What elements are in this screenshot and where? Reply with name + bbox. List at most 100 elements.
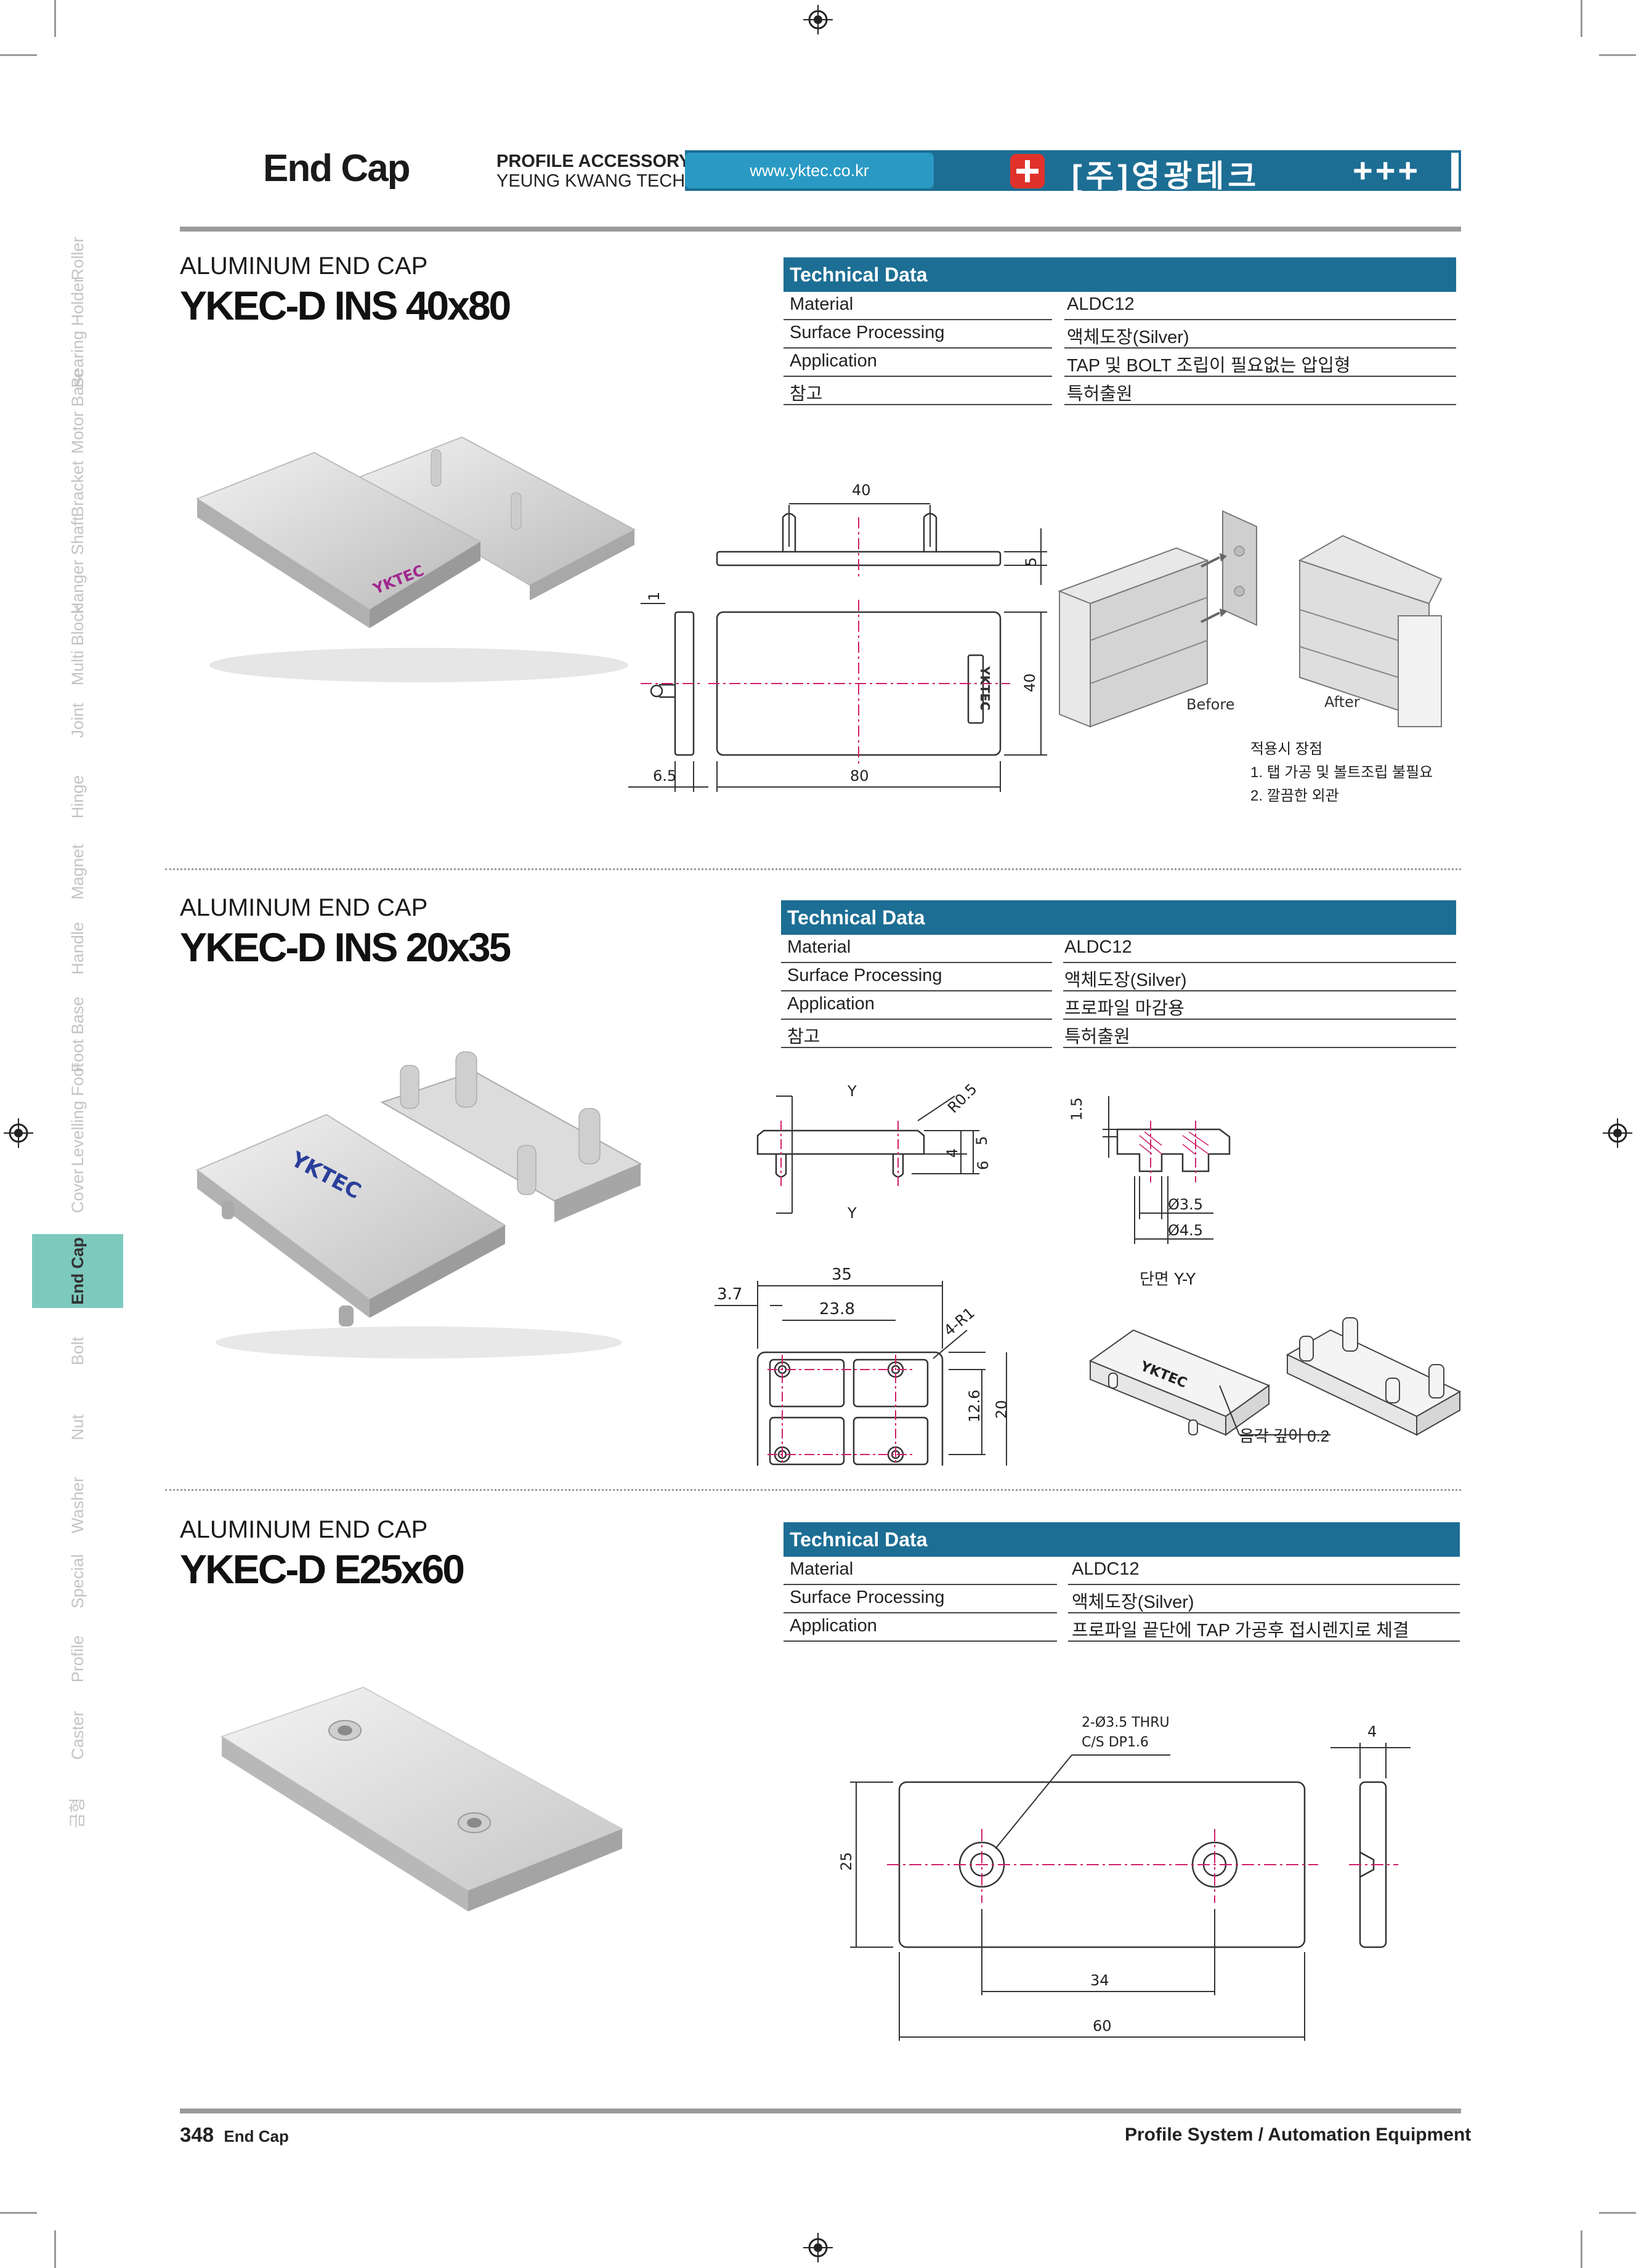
tech-data-key: Surface Processing bbox=[790, 1588, 945, 1607]
dimension-label: 40 bbox=[852, 482, 871, 499]
registration-mark bbox=[1603, 1118, 1632, 1148]
side-tab-multi-block[interactable]: Multi Block bbox=[32, 605, 123, 686]
company-logo-icon bbox=[1010, 154, 1045, 188]
technical-drawing: Y Y R0.5 4 5 6 1.5 Ø3.5 Ø4.5 단면 Y-Y bbox=[756, 1080, 1231, 1289]
dimension-label: 40 bbox=[1021, 673, 1039, 692]
dimension-label: 20 bbox=[993, 1400, 1010, 1419]
tech-data-key: Material bbox=[787, 937, 851, 957]
side-tab-hanger-shaft[interactable]: Hanger Shaft bbox=[32, 516, 123, 614]
crop-mark bbox=[1599, 54, 1636, 56]
dimension-label: Ø4.5 bbox=[1168, 1222, 1203, 1239]
dimension-label: 4 bbox=[1367, 1723, 1377, 1740]
header-subtitle-line1: PROFILE ACCESSORY bbox=[496, 151, 691, 171]
tech-data-key: 참고 bbox=[790, 384, 823, 404]
dimension-label: 5 bbox=[973, 1136, 990, 1145]
technical-drawing: 35 23.8 3.7 4-R1 12.6 20 bbox=[715, 1265, 1010, 1466]
registration-mark bbox=[803, 5, 833, 34]
dimension-label: R0.5 bbox=[944, 1080, 981, 1116]
tech-data-value: 액체도장(Silver) bbox=[1067, 328, 1189, 347]
tech-data-header: Technical Data bbox=[784, 1522, 1460, 1557]
dimension-label: 25 bbox=[838, 1852, 855, 1871]
drawing-logo-text: YKTEC bbox=[978, 666, 992, 711]
side-tab-end-cap[interactable]: End Cap bbox=[32, 1234, 123, 1308]
side-tab-caster[interactable]: Caster bbox=[32, 1698, 123, 1772]
side-tab-label: Bracket bbox=[68, 461, 87, 517]
side-tab-bearing-holder[interactable]: Bearing Holder bbox=[32, 277, 123, 388]
side-tab-handle[interactable]: Handle bbox=[32, 911, 123, 985]
note-line: 1. 탭 가공 및 볼트조립 불필요 bbox=[1250, 764, 1433, 781]
tech-data-row: 참고 특허출원 bbox=[784, 377, 1456, 405]
registration-mark bbox=[803, 2233, 833, 2262]
product-model: YKEC-D E25x60 bbox=[180, 1546, 465, 1592]
side-tab-label: End Cap bbox=[68, 1237, 87, 1305]
side-tab-levelling-foot[interactable]: Levelling Foot bbox=[32, 1063, 123, 1166]
side-tab-금형[interactable]: 금형 bbox=[32, 1776, 123, 1850]
side-tab-magnet[interactable]: Magnet bbox=[32, 835, 123, 909]
side-tab-hinge[interactable]: Hinge bbox=[32, 760, 123, 834]
technical-drawing: 40 5 1 40 80 6.5 YKTEC bbox=[628, 482, 1047, 792]
side-tab-label: Cover bbox=[68, 1168, 87, 1214]
technical-drawing: 2-Ø3.5 THRU C/S DP1.6 4 25 34 60 bbox=[838, 1715, 1411, 2041]
tech-data-key: Application bbox=[790, 1616, 877, 1636]
side-tab-motor-base[interactable]: Motor Base bbox=[32, 369, 123, 454]
tech-data-value: 특허출원 bbox=[1067, 384, 1133, 404]
side-tab-cover[interactable]: Cover bbox=[32, 1154, 123, 1228]
dimension-label: 6.5 bbox=[653, 767, 676, 785]
side-tab-bolt[interactable]: Bolt bbox=[32, 1314, 123, 1388]
side-tab-label: Multi Block bbox=[68, 605, 87, 686]
side-tab-label: Roller bbox=[68, 236, 87, 281]
footer-page: 348 End Cap bbox=[180, 2123, 289, 2147]
company-name: [주]영광테크 bbox=[1072, 159, 1260, 193]
side-tab-special[interactable]: Special bbox=[32, 1544, 123, 1618]
dimension-label: 12.6 bbox=[966, 1390, 983, 1423]
side-tab-label: Magnet bbox=[68, 844, 87, 900]
website-link[interactable]: www.yktec.co.kr bbox=[685, 153, 934, 188]
side-tab-label: Bolt bbox=[68, 1336, 87, 1366]
footer-caption: Profile System / Automation Equipment bbox=[1125, 2125, 1472, 2145]
side-tab-label: Caster bbox=[68, 1711, 87, 1760]
dimension-label: 6 bbox=[974, 1161, 992, 1170]
side-tab-label: Special bbox=[68, 1554, 87, 1609]
side-tab-label: Washer bbox=[68, 1476, 87, 1534]
crop-mark bbox=[1599, 2212, 1636, 2214]
product-photo: YKTEC bbox=[196, 1051, 642, 1358]
side-tab-label: Motor Base bbox=[68, 368, 87, 454]
side-tab-label: Nut bbox=[68, 1414, 87, 1441]
product-illustration: YKTEC bbox=[1088, 1317, 1462, 1436]
section-divider bbox=[165, 1489, 1461, 1491]
crop-mark bbox=[1581, 2230, 1582, 2268]
tech-data-value: 액체도장(Silver) bbox=[1064, 971, 1187, 990]
tech-data-value: ALDC12 bbox=[1067, 294, 1135, 314]
footer-section: End Cap bbox=[224, 2127, 289, 2145]
side-tab-joint[interactable]: Joint bbox=[32, 684, 123, 757]
side-tab-nut[interactable]: Nut bbox=[32, 1390, 123, 1464]
tech-data-value: 프로파일 마감용 bbox=[1064, 999, 1184, 1019]
side-tab-label: Hanger Shaft bbox=[68, 516, 87, 615]
note-line: 2. 깔끔한 외관 bbox=[1250, 788, 1339, 804]
after-label: After bbox=[1324, 693, 1360, 711]
page-title: End Cap bbox=[263, 147, 410, 190]
side-tab-profile[interactable]: Profile bbox=[32, 1622, 123, 1696]
side-tab-bracket[interactable]: Bracket bbox=[32, 452, 123, 526]
side-tab-washer[interactable]: Washer bbox=[32, 1468, 123, 1542]
side-tab-label: Handle bbox=[68, 922, 87, 975]
side-tab-label: Levelling Foot bbox=[68, 1062, 87, 1167]
header-subtitle: PROFILE ACCESSORY YEUNG KWANG TECH bbox=[496, 151, 690, 191]
footer-divider bbox=[180, 2109, 1461, 2113]
tech-data-value: TAP 및 BOLT 조립이 필요없는 압입형 bbox=[1067, 356, 1351, 376]
tech-data-header: Technical Data bbox=[784, 257, 1456, 292]
side-tab-foot-base[interactable]: Foot Base bbox=[32, 996, 123, 1072]
tech-data-header: Technical Data bbox=[781, 900, 1456, 935]
